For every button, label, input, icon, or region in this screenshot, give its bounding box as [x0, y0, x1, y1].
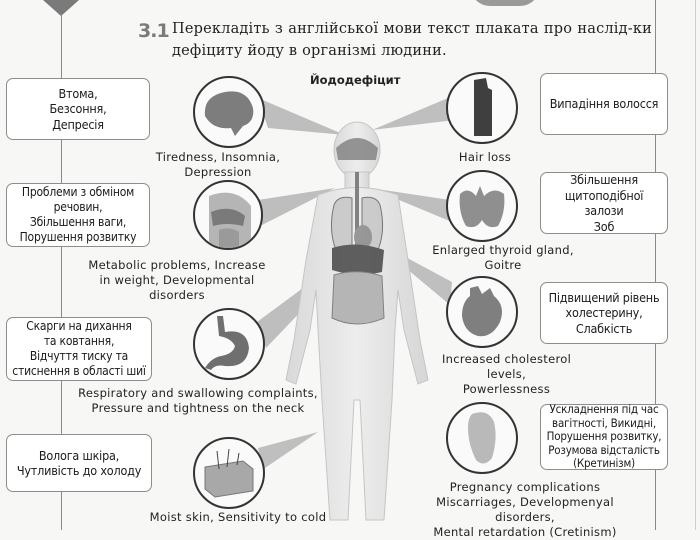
symptom-box-respiratory: Скарги на дихання та ковтання, Відчуття … [6, 317, 152, 381]
symptom-box-pregnancy: Ускладнення під час вагітності, Викидні,… [540, 403, 668, 470]
caption-pregnancy: Pregnancy complications Miscarriages, De… [433, 480, 617, 539]
caption-tiredness: Tiredness, Insomnia, Depression [155, 150, 281, 179]
left-connector-line [61, 14, 62, 530]
page-edge [695, 0, 696, 530]
hair-strand-icon [446, 72, 518, 144]
task-number: 3.1 [138, 20, 170, 42]
caption-cholesterol: Increased cholesterol levels, Powerlessn… [441, 352, 572, 396]
symptom-box-hair-loss: Випадіння волосся [540, 73, 668, 135]
symptom-box-skin: Волога шкіра, Чутливість до холоду [6, 434, 152, 492]
caption-hair-loss: Hair loss [458, 150, 512, 164]
caption-skin: Moist skin, Sensitivity to cold [149, 510, 327, 524]
caption-thyroid: Enlarged thyroid gland, Goitre [432, 243, 574, 272]
caption-respiratory: Respiratory and swallowing complaints, P… [78, 386, 318, 415]
thyroid-icon [446, 170, 518, 242]
task-instruction: Перекладіть з англійської мови текст пла… [172, 21, 652, 59]
caption-metabolic: Metabolic problems, Increase in weight, … [88, 258, 266, 302]
fetus-icon [446, 402, 518, 474]
poster-title: Йододефіцит [310, 73, 401, 87]
symptom-box-fatigue: Втома, Безсоння, Депресія [6, 78, 150, 140]
brain-icon [193, 76, 265, 148]
page-marker-triangle [43, 0, 79, 16]
skin-layers-icon [193, 437, 265, 509]
head-cross-section-icon [193, 180, 263, 250]
page-marker-circle [470, 0, 540, 6]
heart-icon [446, 276, 518, 348]
symptom-box-metabolic: Проблеми з обміном речовин, Збільшення в… [6, 183, 150, 247]
right-connector-line [655, 0, 656, 530]
stomach-icon [193, 308, 265, 380]
symptom-box-thyroid: Збільшення щитоподібної залози Зоб [540, 172, 668, 234]
symptom-box-cholesterol: Підвищений рівень холестерину, Слабкість [540, 282, 668, 344]
